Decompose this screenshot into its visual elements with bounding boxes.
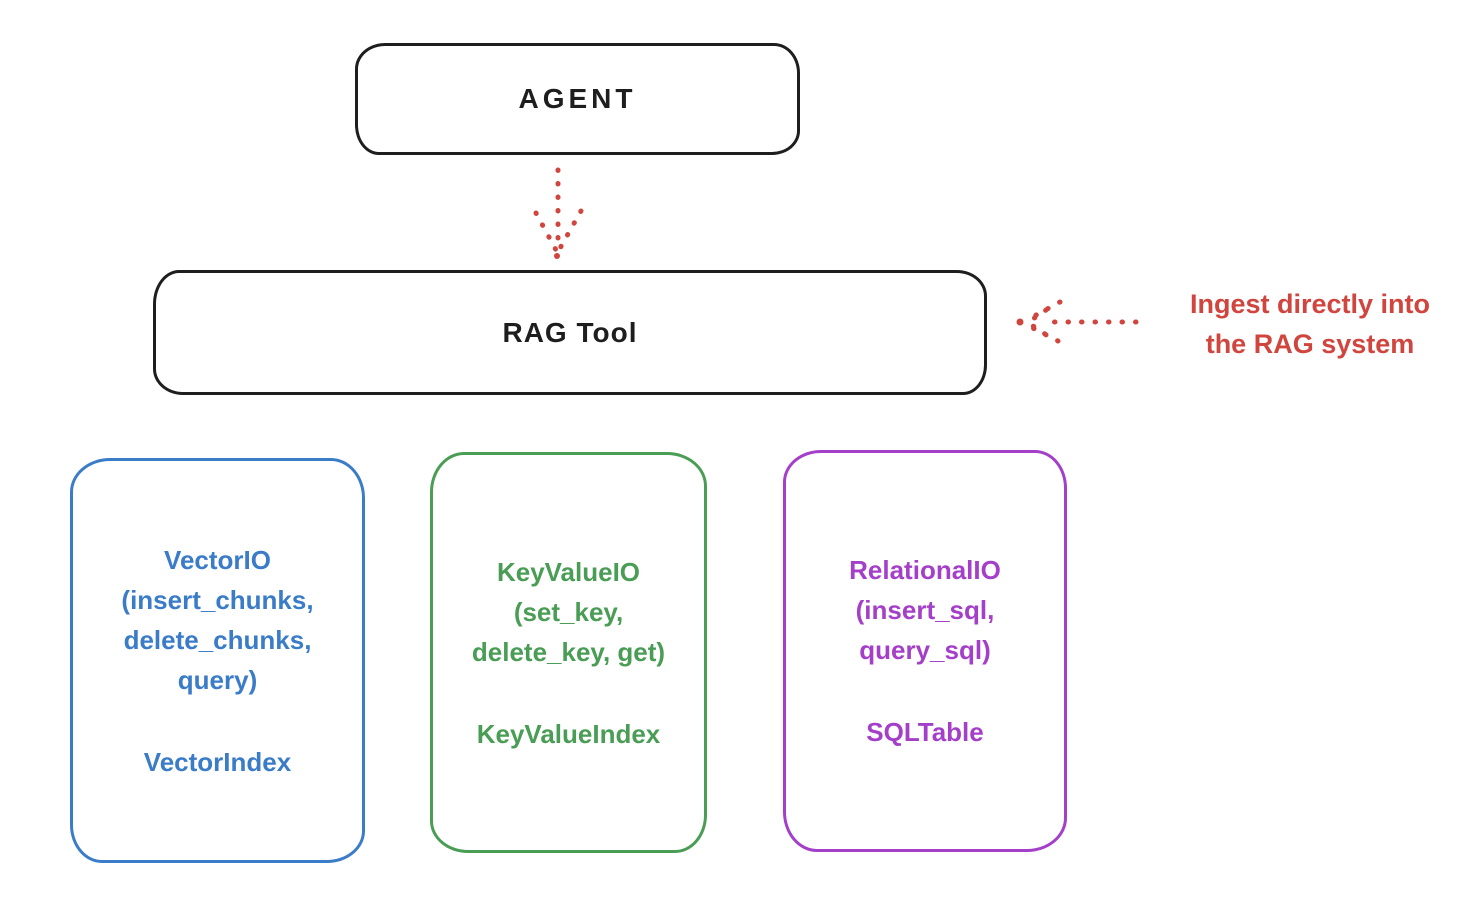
agent-box: AGENT xyxy=(355,43,800,155)
card-title: RelationalIO xyxy=(849,555,1001,585)
card-title: VectorIO xyxy=(164,544,271,575)
card-line: (insert_chunks, xyxy=(121,584,314,615)
arrow-head-lower xyxy=(1024,322,1061,344)
arrow-head-upper-inner xyxy=(1027,307,1049,324)
card-line: query) xyxy=(177,664,258,695)
arrow-tip-dot xyxy=(1016,318,1024,326)
card-line: (set_key, xyxy=(513,596,624,627)
card-line: query_sql) xyxy=(859,635,991,665)
card-index-label: KeyValueIndex xyxy=(476,718,661,749)
ingest-annotation: Ingest directly into the RAG system xyxy=(1140,284,1480,364)
arrow-head-lower-inner xyxy=(1027,321,1048,337)
keyvalue-io-card: KeyValueIO (set_key, delete_key, get) Ke… xyxy=(430,452,707,853)
rag-tool-box-label: RAG Tool xyxy=(502,316,638,348)
relational-io-card: RelationalIO (insert_sql, query_sql) SQL… xyxy=(783,450,1067,852)
rag-tool-box: RAG Tool xyxy=(153,270,987,395)
card-index-label: VectorIndex xyxy=(143,746,292,777)
card-line: (insert_sql, xyxy=(855,595,995,625)
arrow-head-right xyxy=(556,208,584,253)
arrow-head-upper xyxy=(1024,299,1063,323)
card-index-label: SQLTable xyxy=(866,717,984,747)
agent-to-rag-arrow xyxy=(533,167,584,259)
card-line: delete_key, get) xyxy=(471,636,666,667)
ingest-annotation-arrow xyxy=(1016,299,1139,344)
arrow-tip-dot xyxy=(554,253,560,259)
card-line: delete_chunks, xyxy=(123,624,312,655)
ingest-annotation-line2: the RAG system xyxy=(1205,329,1415,359)
ingest-annotation-line1: Ingest directly into xyxy=(1189,289,1431,319)
agent-box-label: AGENT xyxy=(518,83,637,114)
vector-io-card: VectorIO (insert_chunks, delete_chunks, … xyxy=(70,458,365,863)
card-title: KeyValueIO xyxy=(496,556,641,587)
arrow-head-left xyxy=(533,210,559,253)
